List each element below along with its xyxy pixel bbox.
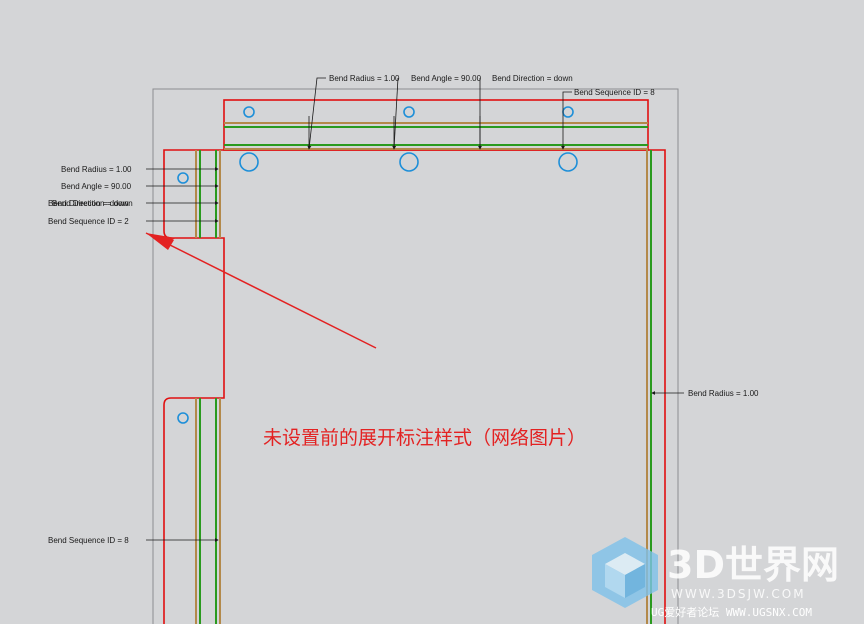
sheet-border	[152, 88, 679, 624]
hole	[243, 106, 255, 118]
hole	[558, 152, 578, 172]
left-leaders	[146, 167, 684, 542]
3d-cube-logo-icon	[592, 537, 658, 608]
left-lower-bend-sequence-label: Bend Sequence ID = 8	[48, 536, 129, 545]
hole	[399, 152, 419, 172]
body-outline[interactable]	[163, 149, 666, 624]
left-bend-direction-label-a: Bend Direction = down	[48, 199, 129, 208]
top-bend-lines	[224, 122, 648, 150]
left-bend-direction-label-b: Bend Direction = down	[52, 199, 133, 208]
top-bend-sequence-label: Bend Sequence ID = 8	[574, 88, 655, 97]
watermark: 3D世界网 WWW.3DSJW.COM UG爱好者论坛 WWW.UGSNX.CO…	[592, 537, 839, 619]
left-bend-radius-label: Bend Radius = 1.00	[61, 165, 132, 174]
top-bend-angle-label: Bend Angle = 90.00	[411, 74, 482, 83]
left-upper-bend-lines	[195, 150, 221, 238]
red-arrow-annotation	[145, 232, 377, 349]
watermark-brand: 3D世界网	[667, 543, 839, 587]
hole	[562, 106, 574, 118]
hole	[177, 412, 189, 424]
hole	[177, 172, 189, 184]
top-bend-radius-label: Bend Radius = 1.00	[329, 74, 400, 83]
top-bend-direction-label: Bend Direction = down	[492, 74, 573, 83]
top-flange-outline[interactable]	[223, 99, 649, 151]
right-bend-radius-label: Bend Radius = 1.00	[688, 389, 759, 398]
left-bend-sequence-label: Bend Sequence ID = 2	[48, 217, 129, 226]
left-bend-angle-label: Bend Angle = 90.00	[61, 182, 132, 191]
caption-text: 未设置前的展开标注样式（网络图片）	[263, 427, 586, 449]
hole	[239, 152, 259, 172]
top-leaders	[307, 77, 572, 150]
holes	[177, 106, 578, 424]
hole	[403, 106, 415, 118]
watermark-forum: UG爱好者论坛 WWW.UGSNX.COM	[651, 605, 812, 619]
watermark-url: WWW.3DSJW.COM	[671, 587, 806, 601]
left-lower-bend-lines	[195, 398, 221, 624]
